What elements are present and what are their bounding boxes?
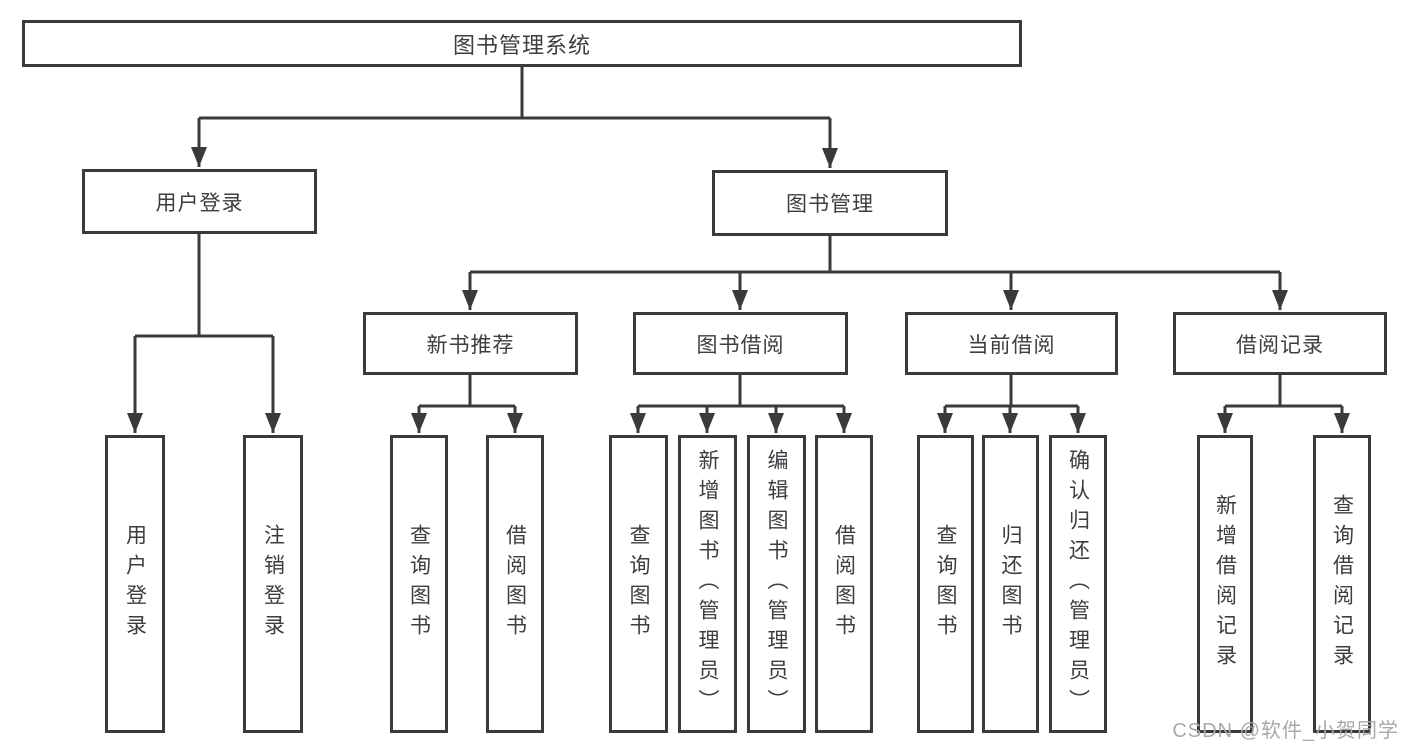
leaf-edit-books-admin-label: 编辑图书（管理员） — [765, 449, 788, 719]
leaf-user-login: 用户登录 — [105, 435, 165, 733]
leaf-confirm-return-admin-label: 确认归还（管理员） — [1066, 449, 1090, 719]
leaf-newbooks-borrow-books-label: 借阅图书 — [503, 524, 527, 644]
leaf-return-books-label: 归还图书 — [999, 524, 1022, 644]
leaf-newbooks-query-books-label: 查询图书 — [407, 524, 431, 644]
leaf-add-borrow-record: 新增借阅记录 — [1197, 435, 1253, 733]
leaf-logout-label: 注销登录 — [261, 524, 285, 644]
leaf-newbooks-borrow-books: 借阅图书 — [486, 435, 544, 733]
leaf-add-books-admin: 新增图书（管理员） — [678, 435, 737, 733]
leaf-edit-books-admin: 编辑图书（管理员） — [747, 435, 806, 733]
leaf-logout: 注销登录 — [243, 435, 303, 733]
node-new-book-recommendation: 新书推荐 — [363, 312, 578, 375]
leaf-query-borrow-record-label: 查询借阅记录 — [1330, 494, 1354, 674]
leaf-current-query-books-label: 查询图书 — [934, 524, 957, 644]
leaf-borrow-query-books: 查询图书 — [609, 435, 668, 733]
node-borrowing-records: 借阅记录 — [1173, 312, 1387, 375]
leaf-query-borrow-record: 查询借阅记录 — [1313, 435, 1371, 733]
leaf-add-books-admin-label: 新增图书（管理员） — [696, 449, 719, 719]
leaf-current-query-books: 查询图书 — [917, 435, 974, 733]
leaf-add-borrow-record-label: 新增借阅记录 — [1213, 494, 1237, 674]
leaf-confirm-return-admin: 确认归还（管理员） — [1049, 435, 1107, 733]
node-book-borrowing: 图书借阅 — [633, 312, 848, 375]
leaf-user-login-label: 用户登录 — [123, 524, 147, 644]
leaf-borrow-query-books-label: 查询图书 — [627, 524, 650, 644]
leaf-return-books: 归还图书 — [982, 435, 1039, 733]
leaf-newbooks-query-books: 查询图书 — [390, 435, 448, 733]
leaf-borrow-borrow-books: 借阅图书 — [815, 435, 873, 733]
node-book-management: 图书管理 — [712, 170, 948, 236]
csdn-watermark: CSDN @软件_小贺同学 — [1172, 720, 1399, 742]
leaf-borrow-borrow-books-label: 借阅图书 — [832, 524, 856, 644]
node-current-borrowing: 当前借阅 — [905, 312, 1118, 375]
node-user-login: 用户登录 — [82, 169, 317, 234]
node-library-system: 图书管理系统 — [22, 20, 1022, 67]
